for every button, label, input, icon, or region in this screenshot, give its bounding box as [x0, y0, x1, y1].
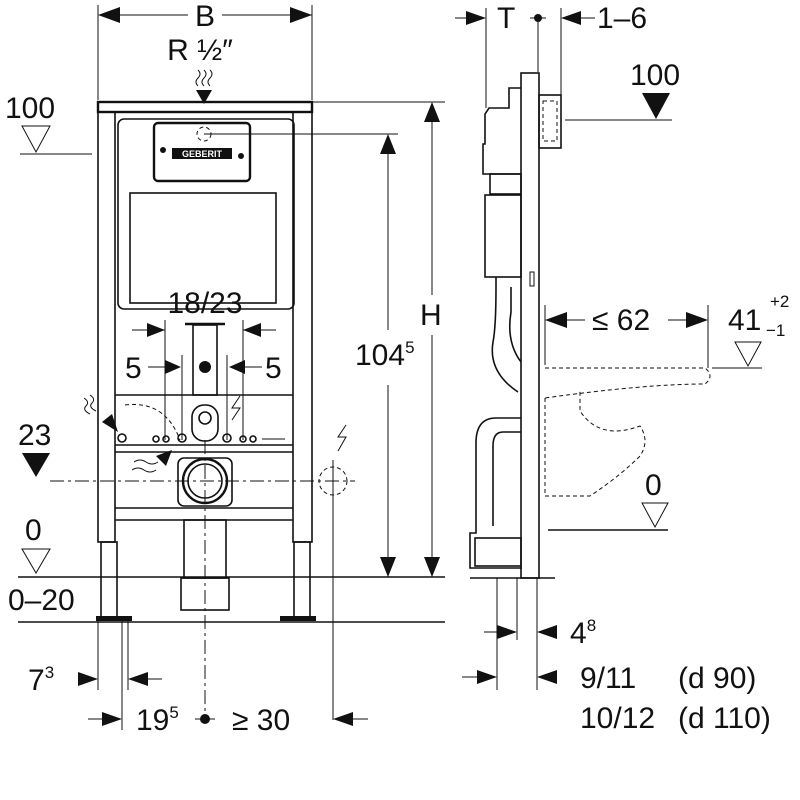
- screw: [160, 147, 166, 153]
- outlet-width-label: 18/23: [167, 287, 242, 320]
- bowl-projection-label: ≤ 62: [592, 304, 650, 337]
- front-view: B R ½″ 100 GEBERIT 18/23: [5, 0, 445, 737]
- drain-arrow-icon: [156, 450, 172, 466]
- flush-pipe: [192, 324, 218, 396]
- drain-level-label: 23: [18, 419, 51, 452]
- seat-height-tol-minus: −1: [766, 321, 785, 340]
- dimension-arrows: [477, 670, 557, 684]
- plate-offset-label: 1–6: [597, 2, 647, 35]
- foot-offset-sup: 3: [45, 663, 54, 682]
- hidden-pipe: [124, 403, 181, 441]
- panel-slot: [529, 271, 535, 287]
- flush-elbow: [191, 404, 219, 442]
- frame-side: [520, 72, 540, 579]
- supply-arrow-icon: [196, 90, 212, 104]
- cistern-bracket: [489, 173, 522, 195]
- wall-gap-sup: 8: [587, 616, 596, 635]
- flush-pipe-side-inner: [508, 287, 522, 363]
- flush-plate-side: [538, 94, 562, 149]
- level-marker-open-icon: [641, 502, 669, 529]
- seat-height-label: 41: [728, 304, 761, 337]
- dimension-arrow: [333, 712, 353, 726]
- cistern: [117, 118, 295, 310]
- left-foot: [96, 616, 132, 621]
- electric-icon: [337, 424, 347, 452]
- logo-text: GEBERIT: [182, 149, 223, 159]
- pipe-offset-d90: 9/11: [580, 662, 636, 695]
- side-view: T 1–6 100 ≤ 62 41 +2 −1: [455, 2, 789, 735]
- water-icon: [83, 394, 97, 415]
- water-arrow-icon: [102, 414, 118, 432]
- dimension-arrows: [78, 672, 148, 686]
- pipe-d90: (d 90): [678, 662, 756, 695]
- flush-plate: [152, 121, 252, 183]
- inlet-height-sup: 5: [405, 338, 414, 357]
- frame-top-rail: [96, 100, 314, 114]
- level-marker-filled-icon: [22, 453, 50, 477]
- supply-label: R ½″: [167, 34, 233, 67]
- dimension-arrows: [497, 625, 557, 639]
- wall-gap-main: 4: [570, 617, 587, 650]
- right-foot: [280, 616, 316, 621]
- cistern-body: [129, 192, 277, 304]
- drain-flow-icon: [131, 459, 159, 473]
- floor-level-label: 0: [645, 469, 662, 502]
- geberit-logo: [172, 148, 232, 159]
- drain-pipe-end: [180, 577, 230, 611]
- dimension-arrow: [561, 11, 581, 25]
- depth-label: T: [497, 2, 515, 35]
- floor-level-label: 0: [25, 514, 42, 547]
- top-level-label: 100: [630, 59, 680, 92]
- level-marker-filled-icon: [642, 93, 670, 119]
- pipe-offset-d110: 10/12: [580, 702, 655, 735]
- center-point: [199, 361, 211, 373]
- socket-distance-label: ≥ 30: [232, 704, 290, 737]
- dimension-arrow: [102, 712, 122, 726]
- flush-elbow-opening: [198, 411, 212, 425]
- left-offset-label: 5: [125, 352, 142, 385]
- height-label: H: [420, 299, 442, 332]
- floor-range-label: 0–20: [8, 584, 75, 617]
- dimension-arrows: [98, 7, 312, 23]
- frame-left-post: [97, 111, 116, 543]
- center-offset-label: 195: [136, 703, 179, 737]
- bowl-outline: [544, 391, 646, 497]
- dimension-arrows: [165, 360, 245, 374]
- right-offset-label: 5: [265, 352, 282, 385]
- screw: [238, 153, 244, 159]
- left-leg: [100, 541, 118, 621]
- center-offset-main: 19: [136, 704, 169, 737]
- cistern-side: [484, 194, 522, 278]
- wall-gap-label: 48: [570, 616, 596, 650]
- flush-pipe-side: [491, 277, 519, 393]
- drain-pipe-inner: [492, 431, 521, 526]
- level-marker-open-icon: [21, 125, 51, 154]
- foot-offset-label: 73: [28, 663, 54, 697]
- pipe-d110: (d 110): [678, 702, 771, 735]
- right-leg: [293, 541, 311, 621]
- seat-height-tol-plus: +2: [770, 292, 789, 311]
- width-label: B: [195, 0, 215, 33]
- top-level-label: 100: [5, 92, 55, 125]
- actuator-hidden: [542, 100, 558, 142]
- foot-offset-main: 7: [28, 664, 45, 697]
- level-marker-open-icon: [21, 548, 51, 574]
- center-offset-sup: 5: [169, 703, 178, 722]
- inlet-height-label: 1045: [355, 338, 415, 372]
- bowl-seat: [544, 367, 711, 399]
- inlet-height-main: 104: [355, 339, 405, 372]
- level-marker-open-icon: [734, 341, 762, 368]
- frame-right-post: [292, 111, 313, 543]
- electric-icon: [231, 395, 241, 421]
- mounting-holes: [117, 433, 285, 443]
- drain-end-side: [474, 537, 522, 567]
- dimension-arrow: [466, 11, 486, 25]
- cistern-top: [482, 87, 521, 175]
- drain-pipe-side: [469, 417, 522, 569]
- water-supply-icon: [195, 69, 213, 87]
